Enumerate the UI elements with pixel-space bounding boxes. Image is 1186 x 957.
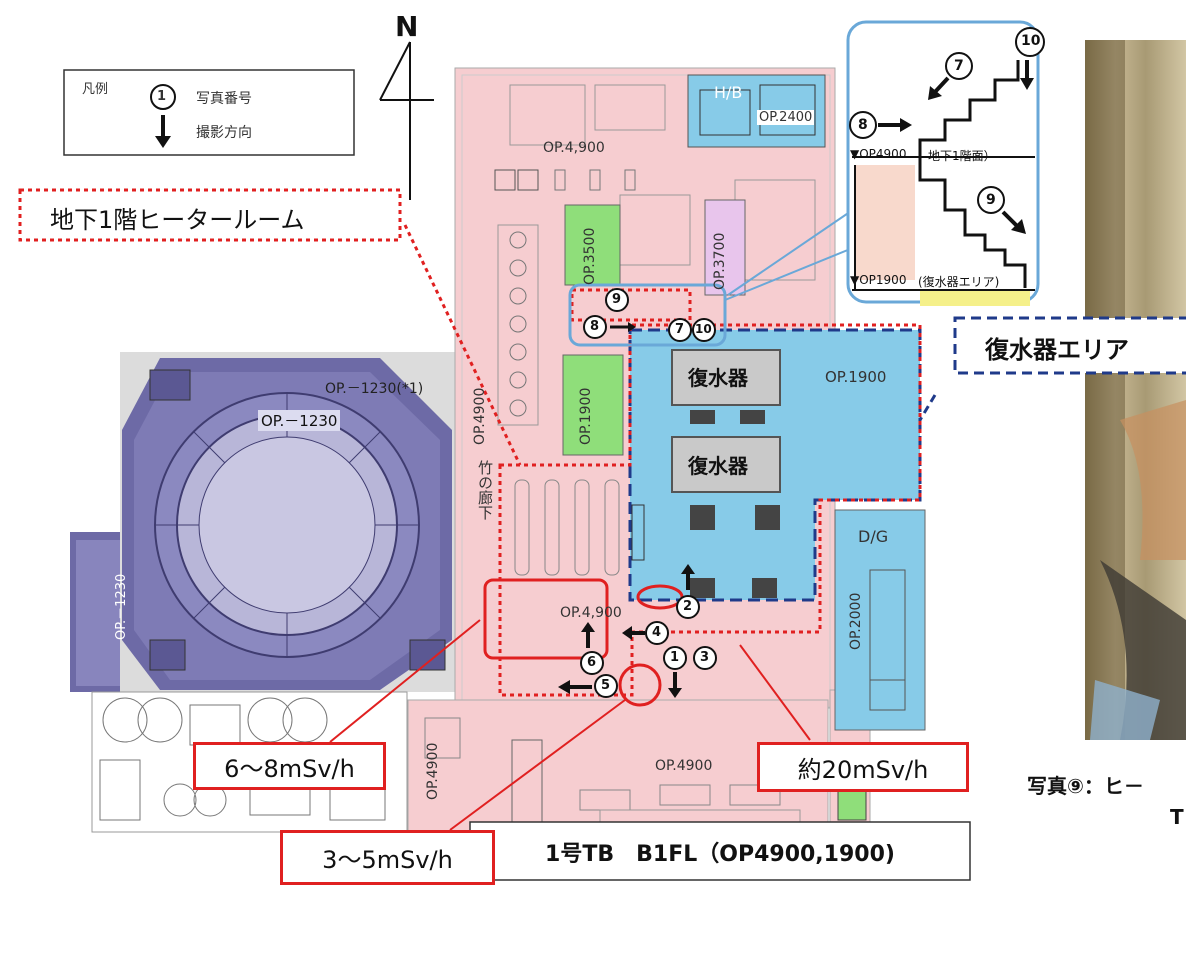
inset-leader-1: [727, 204, 861, 296]
zone-3to5-circle: [618, 663, 662, 707]
label-op4900-mid: OP.4,900: [560, 605, 622, 621]
inset-marker-label-10: 10: [1021, 33, 1041, 49]
photo-area-box: [568, 283, 727, 347]
label-op-1230: OP.－1230: [258, 410, 341, 431]
inset-marker-7: [945, 52, 973, 80]
reactor-building: [70, 352, 460, 692]
marker-label-6: 6: [587, 655, 597, 670]
map-title: 1号TB B1FL（OP4900,1900): [545, 842, 895, 867]
marker-5: [594, 674, 618, 698]
map-markers: [558, 288, 717, 698]
marker-6: [580, 651, 604, 675]
north-label: N: [395, 10, 419, 43]
legend-sample-number: 1: [157, 89, 167, 104]
inset-condenser-area: (復水器エリア): [918, 275, 1000, 289]
marker-label-3: 3: [700, 650, 710, 665]
heater-room-label-box: [18, 188, 402, 242]
inset-marker-9: [977, 186, 1005, 214]
legend-title: 凡例: [82, 82, 109, 97]
label-op4900-top: OP.4,900: [543, 140, 605, 156]
marker-9: [605, 288, 629, 312]
marker-1: [663, 646, 687, 670]
label-op3700: OP.3700: [712, 232, 728, 290]
marker-3: [693, 646, 717, 670]
label-op4900-corridor: OP.4900: [472, 387, 488, 445]
photo-caption-line1: 写真⑨：ヒ－: [1027, 774, 1144, 798]
marker-4: [645, 621, 669, 645]
photo-caption-line2: T: [1170, 805, 1184, 829]
label-op2000: OP.2000: [848, 592, 864, 650]
label-op-1230-left: OP.－1230: [114, 573, 129, 640]
inset-leader-2: [724, 244, 861, 301]
zone-6to8-box: [483, 578, 609, 660]
north-arrow: [379, 41, 434, 200]
label-condenser-2: 復水器: [688, 454, 748, 478]
dose-box-3to5: 3～5mSv/h: [280, 830, 495, 885]
label-op4900-bottom: OP.4900: [655, 758, 713, 774]
marker-2: [676, 595, 700, 619]
marker-label-10: 10: [695, 322, 712, 336]
label-hb: H/B: [714, 83, 743, 102]
marker-10: [692, 318, 716, 342]
label-op2400: OP.2400: [757, 110, 815, 125]
inset-op1900: ▼OP1900: [850, 273, 907, 287]
legend-box: [63, 69, 355, 156]
label-condenser-1: 復水器: [688, 366, 748, 390]
condenser-area-label-box: [953, 316, 1186, 375]
marker-label-7: 7: [675, 322, 685, 337]
inset-panel: [846, 20, 1045, 306]
dose-box-6to8: 6～8mSv/h: [193, 742, 386, 790]
inset-marker-10: [1015, 27, 1045, 57]
marker-label-9: 9: [612, 292, 622, 307]
marker-label-8: 8: [590, 319, 600, 334]
dose-leader-20: [739, 644, 811, 741]
heater-room-label: 地下1階ヒータールーム: [50, 206, 305, 234]
label-op1900-green: OP.1900: [578, 387, 594, 445]
legend-direction-label: 撮影方向: [196, 125, 252, 141]
marker-label-5: 5: [601, 678, 611, 693]
marker-8: [583, 315, 607, 339]
heater-room-outline: [498, 323, 922, 697]
label-op4900-bottom-left: OP.4900: [425, 742, 441, 800]
photo-image: [1085, 40, 1186, 740]
condenser-area-label: 復水器エリア: [985, 336, 1129, 364]
marker-label-1: 1: [670, 650, 680, 665]
label-op3500: OP.3500: [582, 227, 598, 285]
marker-7: [668, 318, 692, 342]
inset-marker-label-9: 9: [986, 192, 996, 208]
condenser-leader: [918, 394, 937, 421]
inset-marker-8: [849, 111, 877, 139]
label-dg: D/G: [858, 527, 889, 546]
marker-label-2: 2: [683, 599, 693, 614]
label-op1900-blue: OP.1900: [825, 368, 887, 386]
label-corridor: 竹の廊下: [476, 460, 494, 520]
inset-op4900: ▼OP4900: [850, 147, 907, 161]
marker-label-4: 4: [652, 625, 662, 640]
inset-marker-label-8: 8: [858, 117, 868, 133]
dose-leader-3to5: [449, 699, 626, 831]
inset-marker-label-7: 7: [954, 58, 964, 74]
dose-leader-6to8: [329, 619, 481, 743]
label-op-1230-star: OP.－1230(*1): [325, 381, 424, 397]
inset-b1-surface: 地下1階面）: [928, 149, 996, 163]
legend-photo-number-label: 写真番号: [196, 91, 252, 107]
dose-box-20: 約20mSv/h: [757, 742, 969, 792]
heater-room-upper-outline: [570, 288, 692, 322]
condenser-area-shape: [628, 328, 922, 602]
